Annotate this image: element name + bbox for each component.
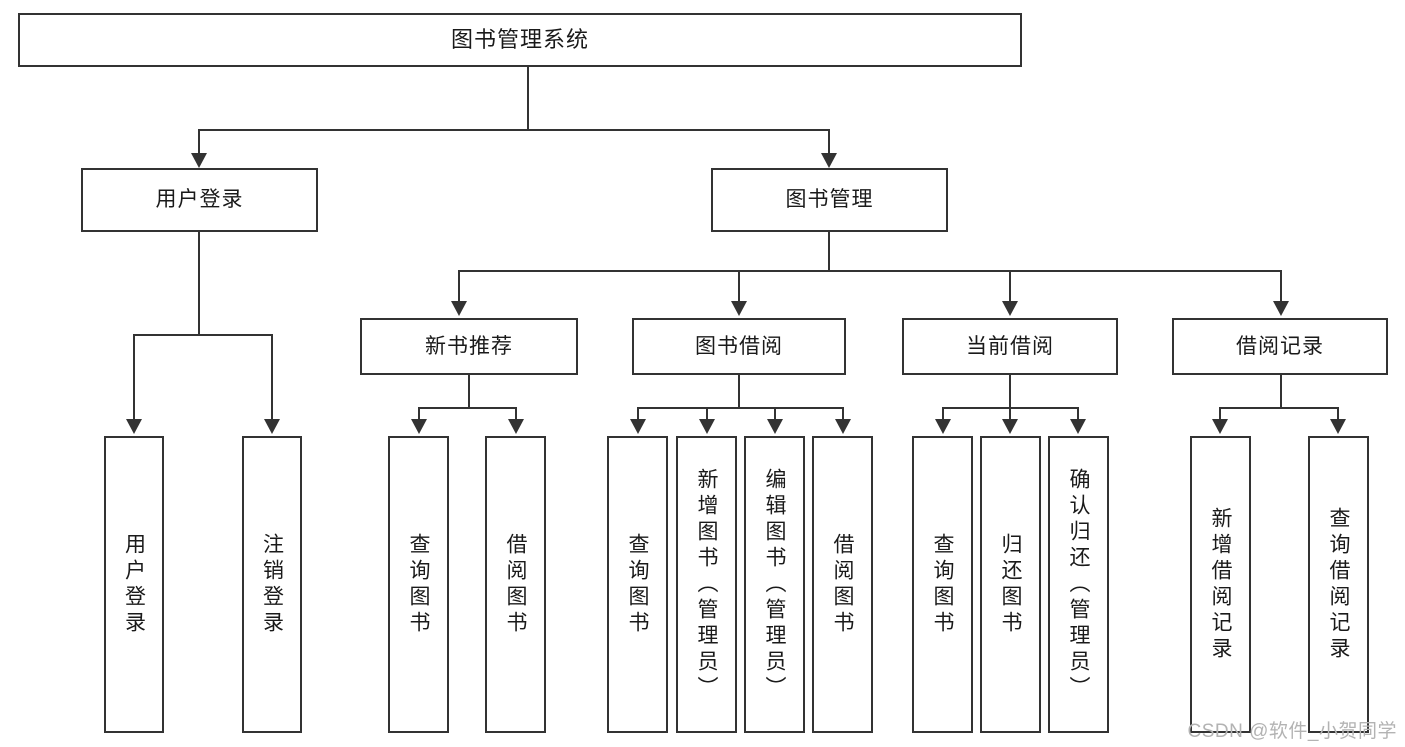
node-label: 查询借阅记录 bbox=[1327, 506, 1350, 663]
arrowhead-bb-leaf-1 bbox=[630, 419, 646, 434]
edge-borrow-record-stem bbox=[1280, 375, 1282, 409]
edge-cb-drop-2 bbox=[1009, 407, 1011, 421]
leaf-book-borrow-edit-book-admin[interactable]: 编辑图书（管理员） bbox=[744, 436, 805, 733]
edge-book-management-drop-2 bbox=[738, 270, 740, 303]
leaf-book-borrow-add-book-admin[interactable]: 新增图书（管理员） bbox=[676, 436, 737, 733]
leaf-new-book-borrow-book[interactable]: 借阅图书 bbox=[485, 436, 546, 733]
node-book-management[interactable]: 图书管理 bbox=[711, 168, 948, 232]
leaf-current-borrow-confirm-return-admin[interactable]: 确认归还（管理员） bbox=[1048, 436, 1109, 733]
edge-root-bus bbox=[198, 129, 829, 131]
edge-br-drop-2 bbox=[1337, 407, 1339, 421]
edge-book-management-drop-1 bbox=[458, 270, 460, 303]
arrowhead-bb-leaf-4 bbox=[835, 419, 851, 434]
arrowhead-to-new-book-recommend bbox=[451, 301, 467, 316]
edge-user-login-bus bbox=[133, 334, 272, 336]
arrowhead-br-leaf-1 bbox=[1212, 419, 1228, 434]
node-label: 新增借阅记录 bbox=[1209, 506, 1232, 663]
edge-nbr-drop-1 bbox=[418, 407, 420, 421]
node-label: 用户登录 bbox=[155, 188, 244, 212]
arrowhead-bb-leaf-3 bbox=[767, 419, 783, 434]
node-user-login[interactable]: 用户登录 bbox=[81, 168, 318, 232]
edge-new-book-recommend-bus bbox=[418, 407, 517, 409]
node-current-borrow[interactable]: 当前借阅 bbox=[902, 318, 1118, 375]
node-label: 借阅图书 bbox=[504, 532, 527, 637]
arrowhead-bb-leaf-2 bbox=[699, 419, 715, 434]
node-label: 图书借阅 bbox=[695, 334, 783, 358]
edge-borrow-record-bus bbox=[1219, 407, 1339, 409]
node-label: 图书管理 bbox=[785, 188, 874, 212]
arrowhead-cb-leaf-2 bbox=[1002, 419, 1018, 434]
edge-bb-drop-4 bbox=[842, 407, 844, 421]
leaf-user-login-logout[interactable]: 注销登录 bbox=[242, 436, 302, 733]
node-label: 归还图书 bbox=[999, 532, 1022, 637]
arrowhead-to-book-borrow bbox=[731, 301, 747, 316]
arrowhead-to-current-borrow bbox=[1002, 301, 1018, 316]
node-label: 图书管理系统 bbox=[450, 26, 589, 52]
leaf-current-borrow-return-book[interactable]: 归还图书 bbox=[980, 436, 1041, 733]
edge-nbr-drop-2 bbox=[515, 407, 517, 421]
node-label: 新增图书（管理员） bbox=[695, 467, 718, 702]
arrowhead-br-leaf-2 bbox=[1330, 419, 1346, 434]
edge-user-login-stem bbox=[198, 232, 200, 336]
watermark-text: CSDN @软件_小贺同学 bbox=[1187, 721, 1397, 742]
edge-bb-drop-3 bbox=[774, 407, 776, 421]
edge-root-stem bbox=[527, 67, 529, 129]
node-label: 查询图书 bbox=[407, 532, 430, 637]
edge-root-to-book-management bbox=[828, 129, 830, 155]
node-label: 查询图书 bbox=[626, 532, 649, 637]
edge-current-borrow-stem bbox=[1009, 375, 1011, 409]
edge-book-borrow-bus bbox=[637, 407, 843, 409]
edge-bb-drop-1 bbox=[637, 407, 639, 421]
leaf-borrow-record-query-record[interactable]: 查询借阅记录 bbox=[1308, 436, 1369, 733]
leaf-new-book-query-book[interactable]: 查询图书 bbox=[388, 436, 449, 733]
edge-br-drop-1 bbox=[1219, 407, 1221, 421]
edge-new-book-recommend-stem bbox=[468, 375, 470, 409]
arrowhead-to-user-login bbox=[191, 153, 207, 168]
edge-user-login-drop-2 bbox=[271, 334, 273, 421]
leaf-borrow-record-add-record[interactable]: 新增借阅记录 bbox=[1190, 436, 1251, 733]
node-label: 用户登录 bbox=[122, 532, 146, 637]
edge-cb-drop-3 bbox=[1077, 407, 1079, 421]
edge-book-management-bus bbox=[458, 270, 1282, 272]
node-label: 当前借阅 bbox=[966, 334, 1054, 358]
node-label: 新书推荐 bbox=[425, 334, 513, 358]
node-borrow-record[interactable]: 借阅记录 bbox=[1172, 318, 1388, 375]
node-label: 查询图书 bbox=[931, 532, 954, 637]
arrowhead-cb-leaf-1 bbox=[935, 419, 951, 434]
node-label: 借阅记录 bbox=[1236, 334, 1324, 358]
arrowhead-to-book-management bbox=[821, 153, 837, 168]
edge-user-login-drop-1 bbox=[133, 334, 135, 421]
leaf-book-borrow-query-book[interactable]: 查询图书 bbox=[607, 436, 668, 733]
node-label: 借阅图书 bbox=[831, 532, 854, 637]
arrowhead-user-login-leaf-2 bbox=[264, 419, 280, 434]
arrowhead-to-borrow-record bbox=[1273, 301, 1289, 316]
edge-book-management-stem bbox=[828, 232, 830, 272]
node-label: 编辑图书（管理员） bbox=[763, 467, 786, 702]
node-label: 注销登录 bbox=[260, 532, 284, 637]
node-label: 确认归还（管理员） bbox=[1067, 467, 1090, 702]
arrowhead-cb-leaf-3 bbox=[1070, 419, 1086, 434]
arrowhead-user-login-leaf-1 bbox=[126, 419, 142, 434]
node-root-book-management-system[interactable]: 图书管理系统 bbox=[18, 13, 1022, 67]
leaf-user-login-login[interactable]: 用户登录 bbox=[104, 436, 164, 733]
arrowhead-nbr-leaf-2 bbox=[508, 419, 524, 434]
edge-cb-drop-1 bbox=[942, 407, 944, 421]
leaf-book-borrow-borrow-book[interactable]: 借阅图书 bbox=[812, 436, 873, 733]
edge-book-management-drop-3 bbox=[1009, 270, 1011, 303]
edge-book-management-drop-4 bbox=[1280, 270, 1282, 303]
edge-root-to-user-login bbox=[198, 129, 200, 155]
edge-book-borrow-stem bbox=[738, 375, 740, 409]
node-book-borrow[interactable]: 图书借阅 bbox=[632, 318, 846, 375]
edge-bb-drop-2 bbox=[706, 407, 708, 421]
node-new-book-recommend[interactable]: 新书推荐 bbox=[360, 318, 578, 375]
leaf-current-borrow-query-book[interactable]: 查询图书 bbox=[912, 436, 973, 733]
arrowhead-nbr-leaf-1 bbox=[411, 419, 427, 434]
